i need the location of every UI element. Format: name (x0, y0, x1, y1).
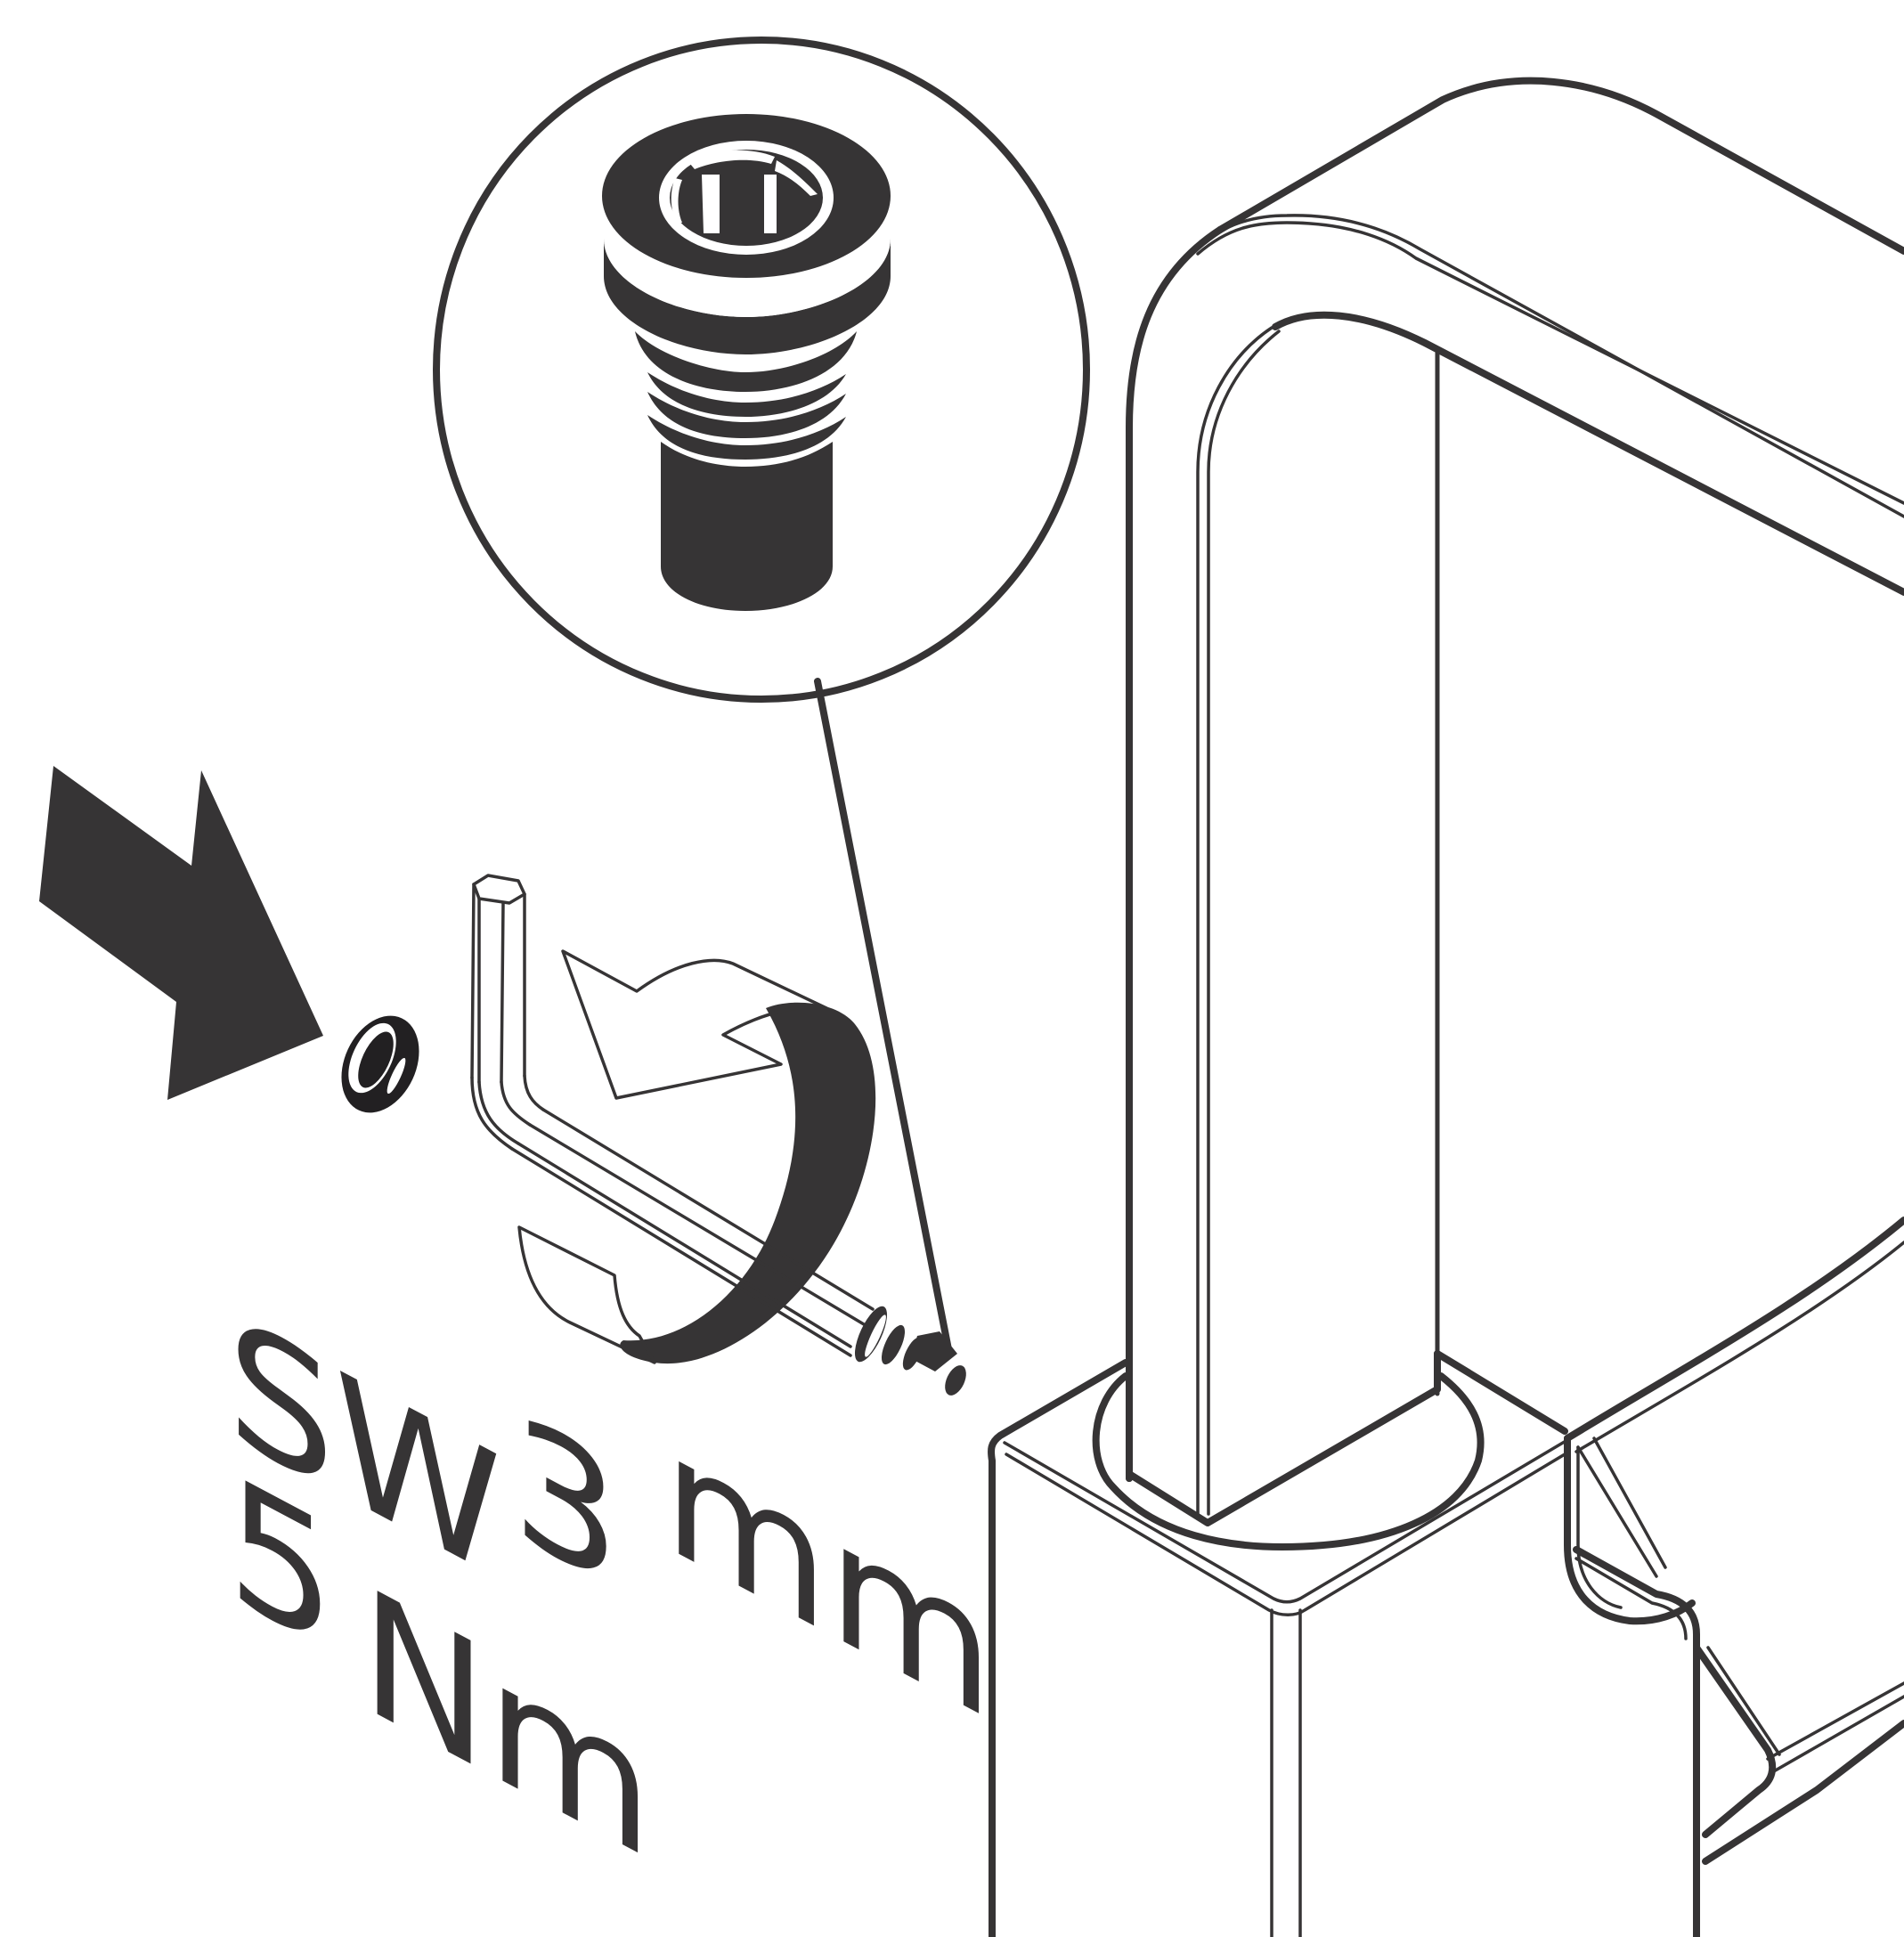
rotate-clockwise-icon (517, 949, 876, 1364)
faucet-icon (988, 77, 1904, 1937)
tool-size-value: 3 (512, 1375, 620, 1629)
callout-magnifier (433, 37, 1090, 1353)
callout-leader-line (814, 678, 952, 1353)
arrow-icon (39, 766, 323, 1100)
tool-size-unit: mm (663, 1389, 993, 1762)
callout-circle (433, 37, 1090, 703)
cap-plug-icon (341, 1015, 419, 1113)
hex-socket-screw-icon (602, 114, 891, 611)
hex-key-icon (470, 874, 966, 1396)
